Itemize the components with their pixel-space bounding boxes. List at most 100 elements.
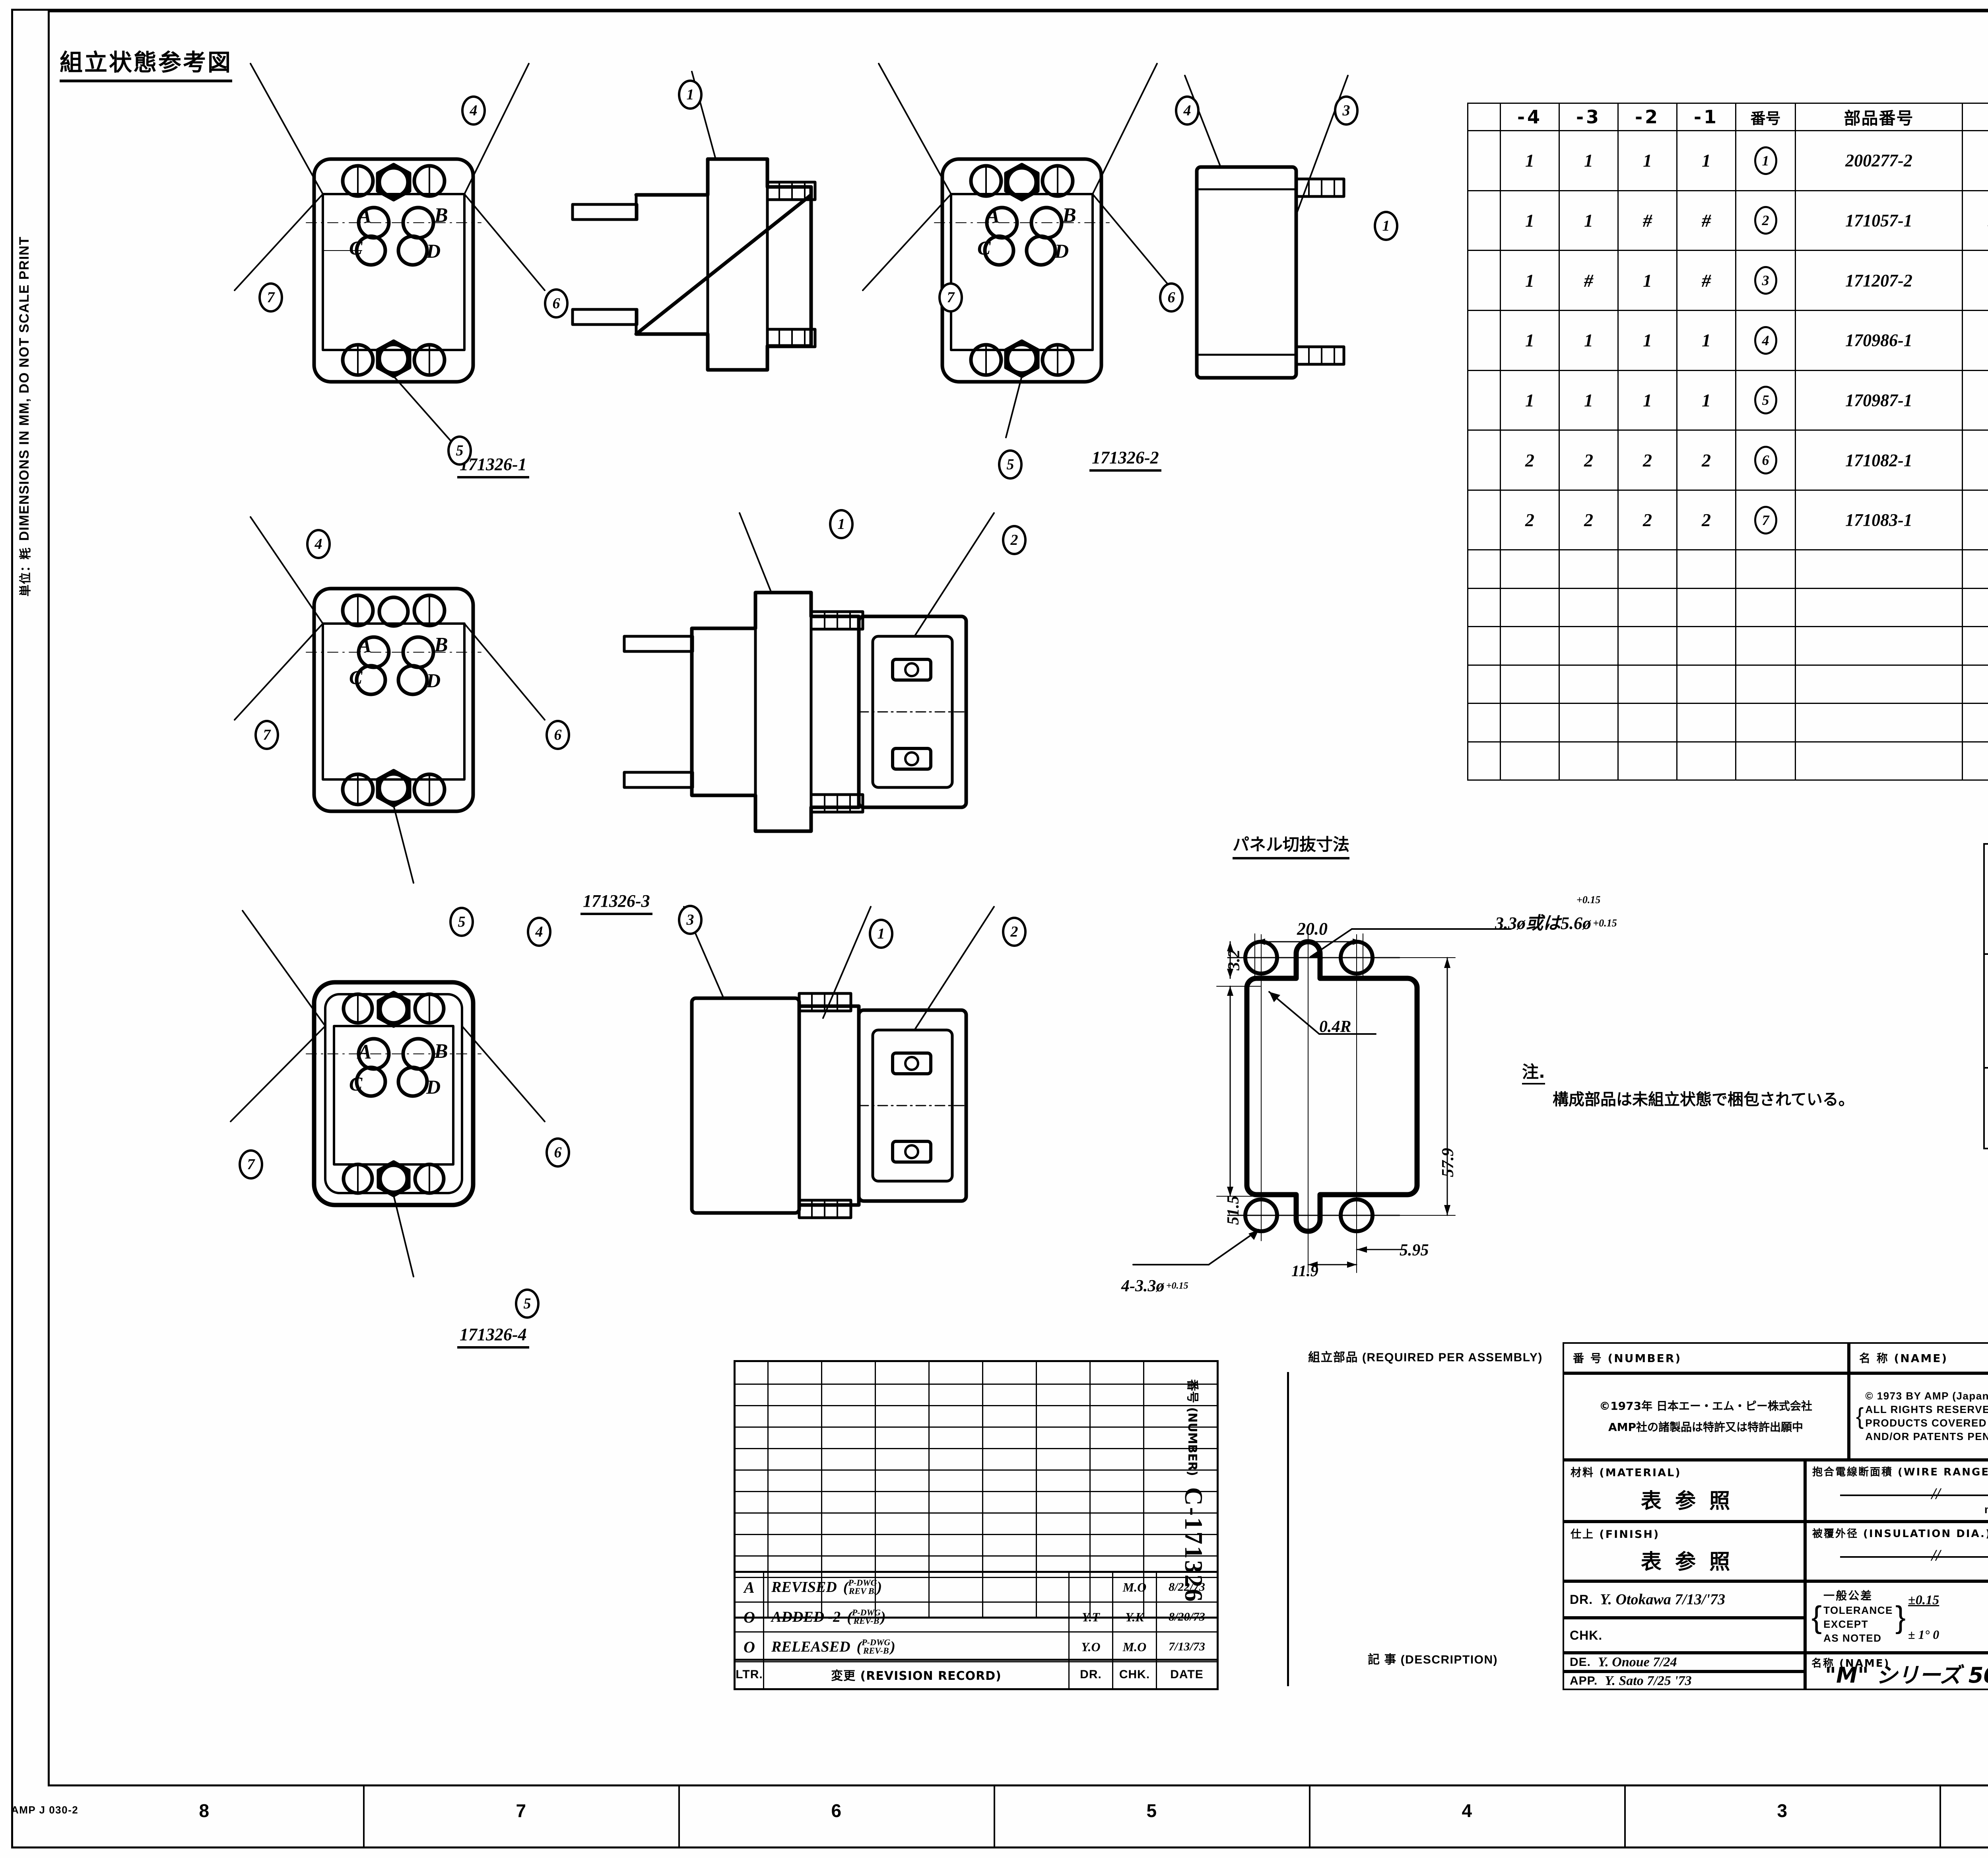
table-row-blank [1467,587,1988,628]
asm-grid-col [1036,1362,1037,1617]
assembly-header: 組立部品 (REQUIRED PER ASSEMBLY) [1308,1351,1543,1364]
spec-row-contacts: 適用接触子 タイプ II #16 (ロング) タイプ III (+) #16 サ… [1983,843,1988,955]
note-marker: 注. [1522,1059,1545,1084]
parts-cell-qty-1: 1 [1676,130,1736,191]
parts-cell-empty [1795,549,1963,589]
balloon-7: 7 [258,282,283,313]
balloon-4-v3: 4 [306,529,331,559]
table-row-blank [1467,664,1988,704]
tb-de: DE. Y. Onoue 7/24 [1563,1653,1805,1671]
table-row-blank [1467,703,1988,742]
svg-text:B: B [434,204,448,227]
asm-grid-row [736,1577,1217,1578]
parts-cell-part-no: 170986-1 [1795,309,1963,371]
tb-copyright-en-4: AND/OR PATENTS PENDING [1865,1430,1988,1442]
balloon-6: 6 [544,288,569,319]
title-block: 番 号 (NUMBER) 名 称 (NAME) 摘 要 (REMARKS) IT… [1221,1342,1988,1690]
parts-cell-empty [1559,587,1619,628]
tb-tolerance-label-en-1: TOLERANCE [1823,1604,1893,1617]
zone-number: 7 [516,1800,526,1821]
parts-cell-qty-1: # [1676,190,1736,251]
table-row-blank [1467,626,1988,666]
parts-cell-name: 固 定 ネジ (雌) [1962,369,1988,431]
parts-cell-empty [1500,587,1560,628]
revision-desc-o1-text: ADDED -2 [771,1609,841,1625]
revision-dr-a [1070,1573,1113,1601]
parts-cell-item: 5 [1735,369,1796,431]
revision-ltr-o1: O [736,1603,764,1631]
parts-cell-empty [1617,741,1677,781]
revision-desc-o1-paren: P-DWG REV-B [852,1607,881,1626]
asm-grid-col [767,1362,769,1617]
balloon-1-v4: 1 [869,919,893,949]
parts-cell-blank [1467,130,1501,191]
parts-cell-name: コーナーガイドピンセット [1962,430,1988,491]
balloon-4: 4 [461,95,486,126]
parts-cell-qty-4: 2 [1500,430,1560,491]
zone-cell: 7 [363,1786,678,1848]
dim-four-holes-tol: +0.15 [1166,1281,1188,1291]
parts-col-qty-3: -3 [1559,103,1619,131]
tb-tolerance-label-en-3: AS NOTED [1823,1632,1882,1644]
table-row-blank [1467,549,1988,589]
product-name-value: "M" シリーズ 50極 M ブロック用ハードウェアキット [1825,1663,1988,1688]
parts-cell-part-no: 171082-1 [1795,430,1963,491]
parts-cell-empty [1617,664,1677,704]
tb-tolerance-value-2: ± 1° 0 [1908,1627,1939,1642]
spec-row-block: ブロック 配線記号 A~F, H, J~N, P, R~Z a~f, h, j,… [1983,953,1988,1069]
parts-cell-qty-3: 1 [1559,190,1619,251]
dim-hole-tol-b: +0.15 [1593,917,1617,929]
asm-grid-row [736,1555,1217,1557]
parts-col-part-no: 部品番号 [1795,103,1963,131]
parts-cell-qty-4: 1 [1500,309,1560,371]
dim-offset-5-95: 5.95 [1400,1241,1429,1259]
parts-cell-blank [1467,309,1501,371]
parts-cell-qty-1: 1 [1676,309,1736,371]
note-text: 構成部品は未組立状態で梱包されている。 [1553,1090,1854,1109]
revision-date-a: 8/22/73 [1169,1580,1205,1594]
parts-cell-qty-4: 2 [1500,489,1560,551]
spec-label-contacts: 適用接触子 [1983,843,1988,955]
parts-cell-empty [1962,549,1988,589]
parts-cell-empty [1962,741,1988,781]
parts-cell-empty [1735,587,1796,628]
revision-date-o1: 8/20/73 [1169,1610,1205,1623]
balloon-5-v4: 5 [515,1289,540,1319]
parts-cell-qty-1: 2 [1676,489,1736,551]
parts-cell-empty [1617,626,1677,666]
revision-row-o2: O RELEASED ( P-DWG REV-B ) Y.O M.O 7/13/… [736,1633,1217,1662]
item-balloon: 5 [1754,386,1777,415]
parts-cell-empty [1559,664,1619,704]
dim-four-holes-group: 4-3.3ø +0.15 [1121,1277,1188,1296]
parts-cell-empty [1617,703,1677,742]
parts-cell-item: 6 [1735,430,1796,491]
zone-cell: 3 [1624,1786,1939,1848]
parts-cell-part-no: 170987-1 [1795,369,1963,431]
parts-cell-empty [1676,587,1736,628]
svg-text:B: B [1062,204,1076,227]
parts-cell-qty-3: 1 [1559,130,1619,191]
svg-text:A: A [985,205,1000,227]
revision-desc-o1: ADDED -2 ( P-DWG REV-B ) [764,1603,1070,1631]
parts-col-qty-4: -4 [1500,103,1560,131]
dim-height-57-9: 57.9 [1439,1148,1457,1178]
asm-grid-col [928,1362,930,1617]
asm-grid-row [736,1469,1217,1471]
item-balloon: 1 [1754,146,1777,175]
tb-chk-label: CHK. [1570,1628,1603,1642]
balloon-6-v3: 6 [546,720,570,750]
revision-ltr-o2: O [736,1633,764,1661]
spec-table: 適用接触子 タイプ II #16 (ロング) タイプ III (+) #16 サ… [1983,843,1988,1150]
view-caption-171326-4: 171326-4 [457,1324,529,1349]
tb-name-header-label: 名 称 (NAME) [1859,1352,1948,1365]
parts-cell-empty [1795,741,1963,781]
tb-wire-range: 抱合電線断面積 (WIRE RANGE) // mm² (AWG [1805,1460,1988,1522]
tb-copyright-jp: ©1973年 日本エー・エム・ピー株式会社 AMP社の諸製品は特許又は特許出願中 [1563,1373,1849,1460]
parts-cell-empty [1500,664,1560,704]
balloon-5-v3: 5 [449,907,474,937]
parts-cell-qty-4: 1 [1500,369,1560,431]
